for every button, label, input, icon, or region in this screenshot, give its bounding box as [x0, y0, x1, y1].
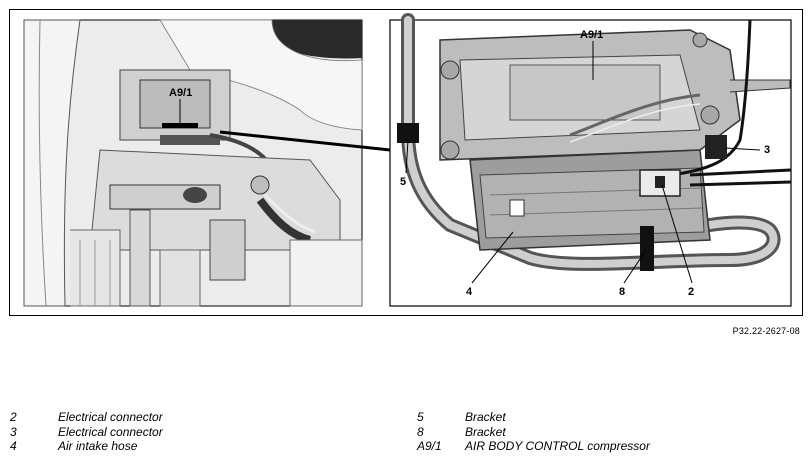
legend-text: Bracket: [465, 424, 506, 439]
legend-row: 2 Electrical connector: [10, 410, 163, 425]
right-label-a91: A9/1: [580, 29, 603, 41]
callout-3: 3: [764, 144, 770, 156]
callout-2: 2: [688, 286, 694, 298]
legend-row: 8 Bracket: [417, 425, 650, 440]
legend-text: Electrical connector: [58, 424, 163, 439]
panel-link-line: [219, 130, 391, 152]
legend-row: 5 Bracket: [417, 410, 650, 425]
right-panel-compressor: A9/1 3 5 4 8 2: [389, 13, 792, 307]
legend-code: 8: [417, 424, 424, 439]
legend-row: A9/1 AIR BODY CONTROL compressor: [417, 439, 650, 454]
legend-text: Bracket: [465, 410, 506, 424]
left-label-a91: A9/1: [169, 87, 192, 99]
legend-code: 4: [10, 439, 17, 453]
diagram-figure: A9/1: [9, 9, 803, 316]
callout-5: 5: [400, 176, 406, 188]
figure-id: P32.22-2627-08: [732, 326, 800, 336]
callout-8: 8: [619, 286, 625, 298]
legend-text: AIR BODY CONTROL compressor: [465, 439, 650, 453]
callout-4: 4: [466, 286, 473, 298]
legend-text: Electrical connector: [58, 410, 163, 424]
legend-row: 4 Air intake hose: [10, 439, 163, 454]
diagram-svg: A9/1: [23, 13, 792, 307]
left-panel-engine-bay: A9/1: [23, 19, 363, 307]
legend-row: 3 Electrical connector: [10, 425, 163, 440]
legend-code: 5: [417, 410, 424, 424]
legend-text: Air intake hose: [58, 439, 138, 453]
legend-code: 2: [10, 410, 17, 424]
legend-code: A9/1: [417, 439, 442, 453]
legend-code: 3: [10, 424, 17, 439]
legend-left: 2 Electrical connector 3 Electrical conn…: [10, 410, 163, 454]
legend-right: 5 Bracket 8 Bracket A9/1 AIR BODY CONTRO…: [417, 410, 650, 454]
